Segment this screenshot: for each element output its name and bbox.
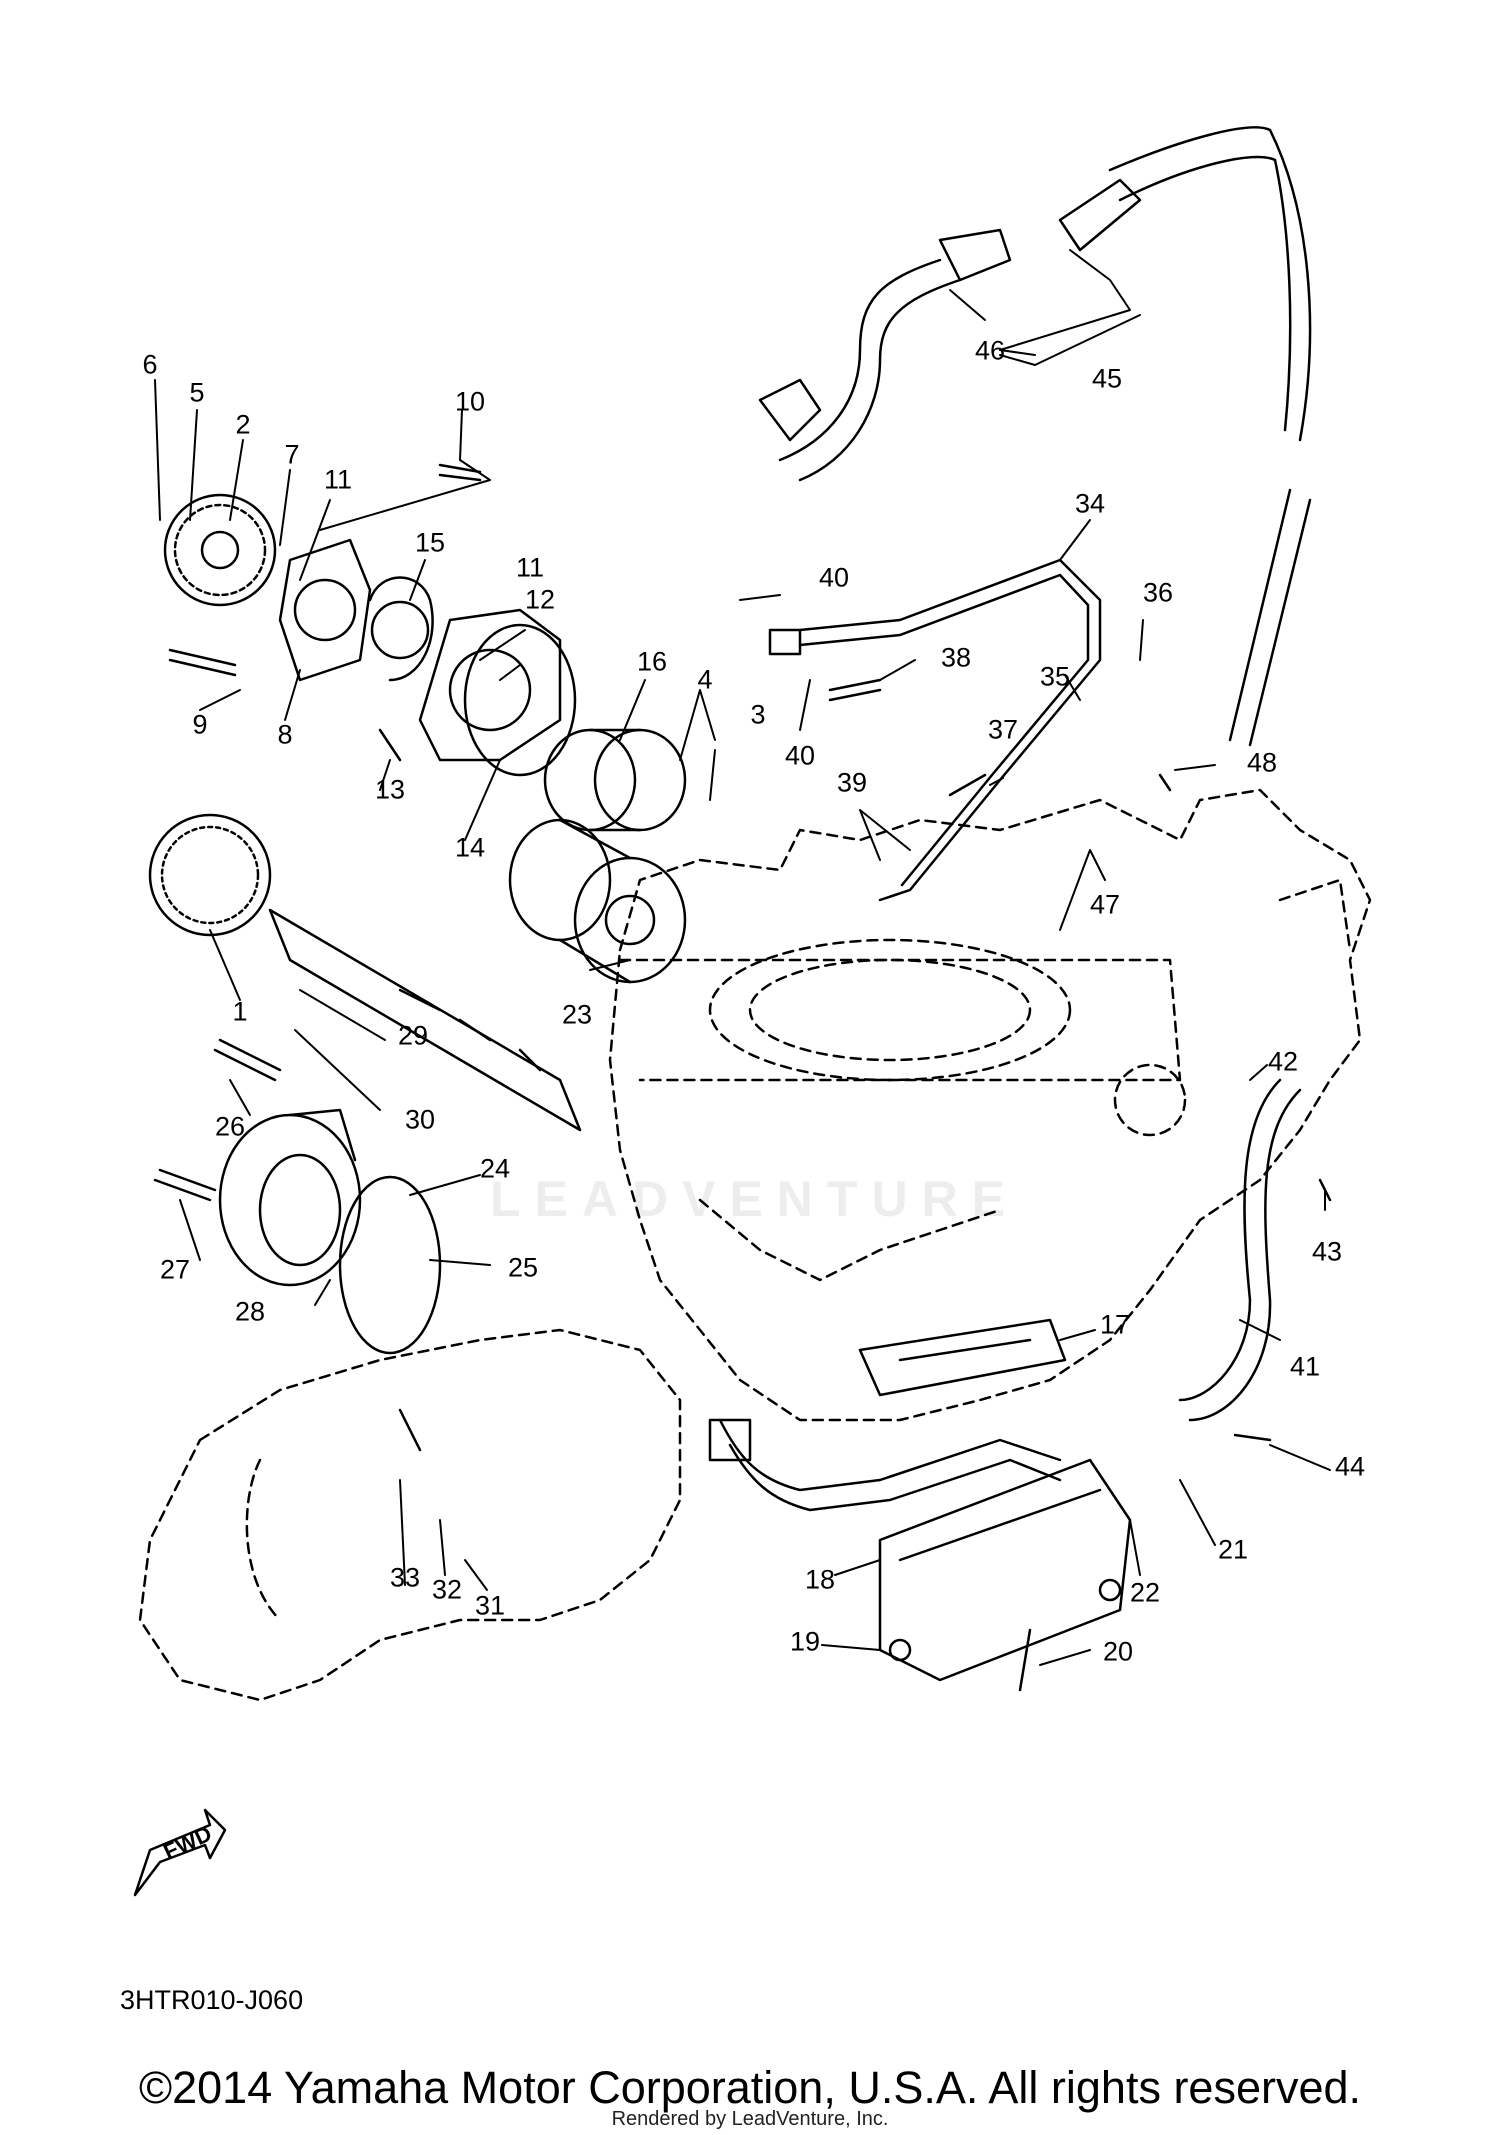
callout-43: 43 — [1311, 1236, 1343, 1267]
callout-17: 17 — [1099, 1309, 1131, 1340]
callout-19: 19 — [789, 1626, 821, 1657]
callout-32: 32 — [431, 1574, 463, 1605]
callout-12: 12 — [524, 584, 556, 615]
callout-13: 13 — [374, 774, 406, 805]
oil-pipe-34 — [768, 558, 1102, 902]
callout-34: 34 — [1074, 488, 1106, 519]
callout-28: 28 — [234, 1296, 266, 1327]
copyright-notice: ©2014 Yamaha Motor Corporation, U.S.A. A… — [138, 2062, 1362, 2113]
callout-35: 35 — [1039, 661, 1071, 692]
callout-30: 30 — [404, 1104, 436, 1135]
callout-45: 45 — [1091, 363, 1123, 394]
oil-pipe-18 — [708, 1418, 1062, 1512]
callout-24: 24 — [479, 1153, 511, 1184]
callout-37: 37 — [987, 714, 1019, 745]
fwd-arrow — [133, 1808, 227, 1897]
oil-cover-19 — [878, 1458, 1132, 1682]
callout-6: 6 — [142, 349, 158, 380]
callout-41: 41 — [1289, 1351, 1321, 1382]
callout-15: 15 — [414, 527, 446, 558]
callout-2: 2 — [235, 409, 251, 440]
left-cover-outline — [138, 1328, 682, 1702]
rendered-by-notice: Rendered by LeadVenture, Inc. — [611, 2108, 889, 2130]
oil-hose — [758, 126, 1312, 747]
callout-4: 4 — [697, 664, 713, 695]
strainer-housing-24 — [218, 1108, 362, 1287]
callout-8: 8 — [277, 719, 293, 750]
callout-3: 3 — [750, 699, 766, 730]
callout-46: 46 — [974, 335, 1006, 366]
callout-22: 22 — [1129, 1577, 1161, 1608]
callout-48: 48 — [1246, 747, 1278, 778]
callout-38: 38 — [940, 642, 972, 673]
callout-39: 39 — [836, 767, 868, 798]
callout-36: 36 — [1142, 577, 1174, 608]
oil-filter-23 — [508, 818, 687, 984]
callout-16: 16 — [636, 646, 668, 677]
crankcase-outline — [608, 788, 1372, 1422]
callout-47: 47 — [1089, 889, 1121, 920]
o-ring-25 — [338, 1175, 442, 1355]
callout-31: 31 — [474, 1590, 506, 1621]
part-code: 3HTR010-J060 — [120, 1985, 304, 2015]
oil-pipe-41 — [1178, 1078, 1302, 1422]
callout-18: 18 — [804, 1564, 836, 1595]
callout-21: 21 — [1217, 1534, 1249, 1565]
watermark: LEADVENTURE — [490, 1171, 1020, 1227]
callout-11a: 11 — [323, 464, 353, 495]
fwd-label: FWD — [160, 1821, 216, 1865]
callout-11b: 11 — [515, 552, 545, 583]
callout-9: 9 — [192, 709, 208, 740]
callout-42: 42 — [1267, 1046, 1299, 1077]
callout-25: 25 — [507, 1252, 539, 1283]
callout-40a: 40 — [818, 562, 850, 593]
callout-44: 44 — [1334, 1451, 1366, 1482]
callout-33: 33 — [389, 1562, 421, 1593]
callout-26: 26 — [214, 1111, 246, 1142]
callout-27: 27 — [159, 1254, 191, 1285]
oil-pump-assembly — [278, 538, 577, 777]
bolts — [153, 463, 1332, 1692]
callout-29: 29 — [397, 1020, 429, 1051]
callout-23: 23 — [561, 999, 593, 1030]
callout-7: 7 — [284, 439, 300, 470]
shaft-assembly — [148, 813, 582, 1132]
callout-1: 1 — [232, 996, 248, 1027]
oil-strainer-16 — [543, 728, 687, 832]
callout-20: 20 — [1102, 1636, 1134, 1667]
gear-2 — [163, 493, 277, 607]
callout-14: 14 — [454, 832, 486, 863]
leader-lines — [154, 249, 1331, 1666]
callout-40b: 40 — [784, 740, 816, 771]
callout-5: 5 — [189, 377, 205, 408]
bracket-45 — [999, 314, 1141, 366]
screen-17 — [858, 1318, 1067, 1397]
callout-10: 10 — [454, 386, 486, 417]
